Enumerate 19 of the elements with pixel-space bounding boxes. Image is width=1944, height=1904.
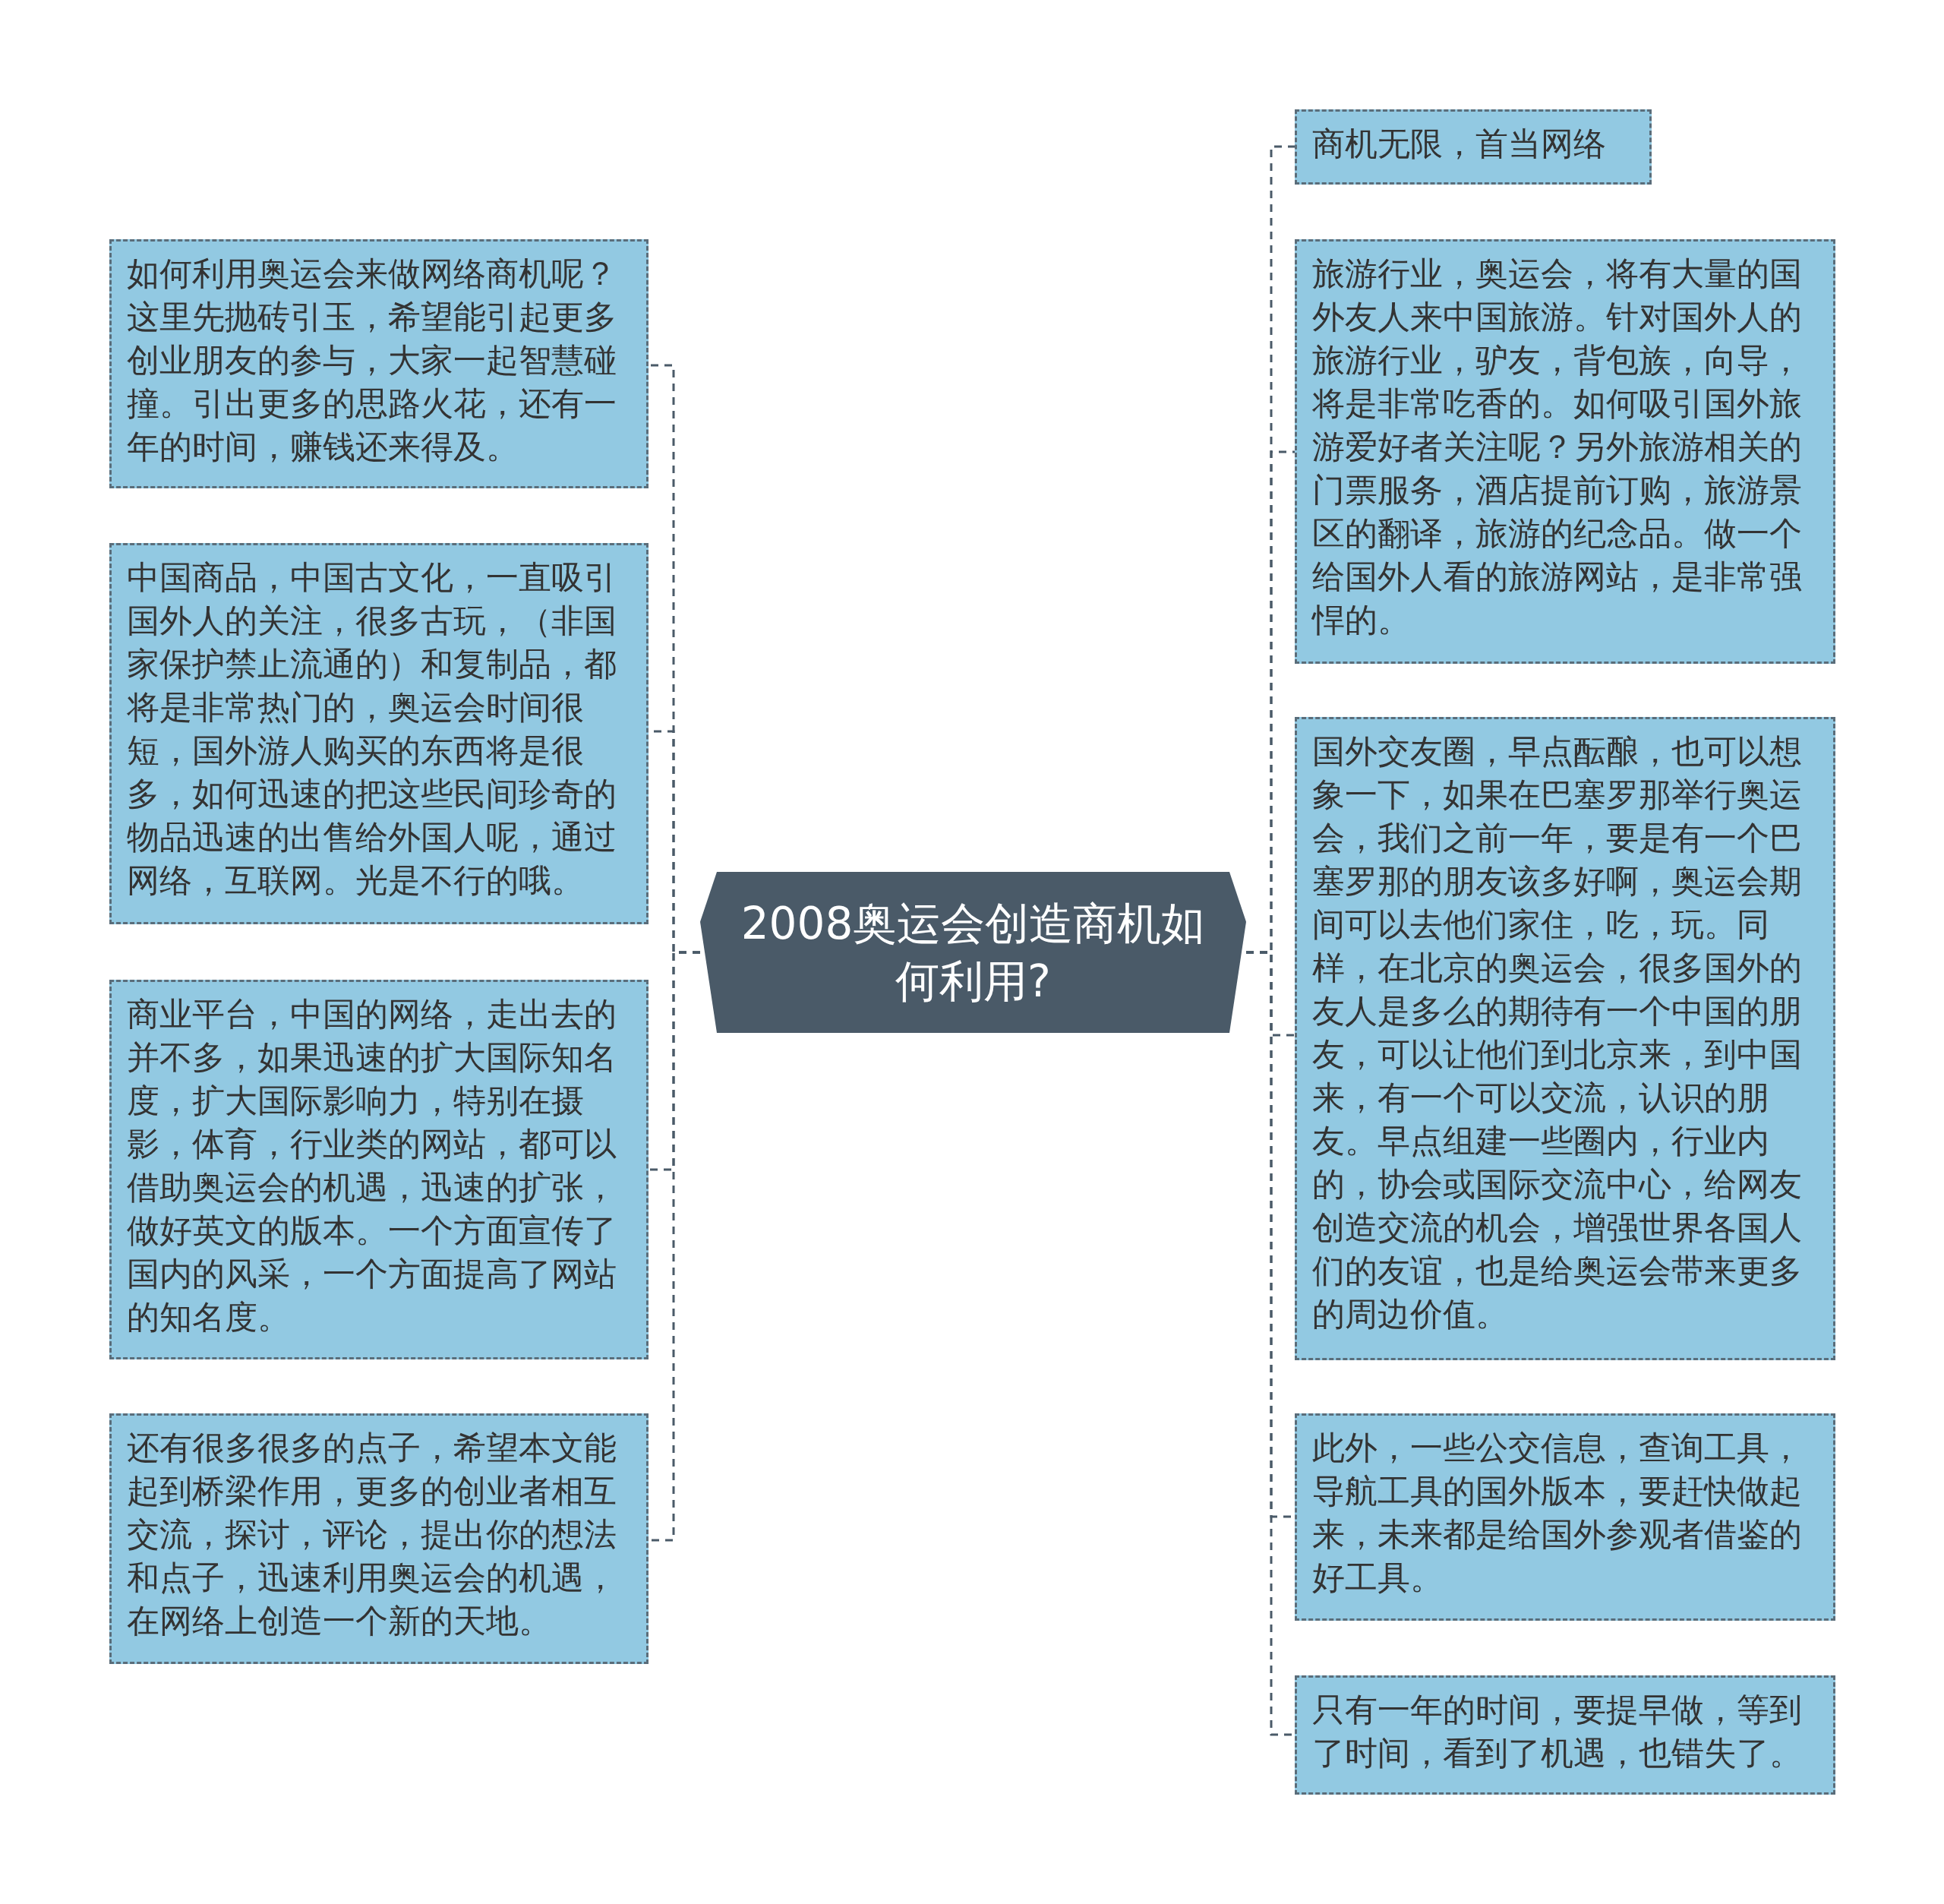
text-box (109, 980, 649, 1359)
box-text: 商机无限，首当网络 (1312, 124, 1607, 164)
text-box (1295, 1413, 1835, 1621)
text-box (1295, 239, 1835, 664)
text-box (109, 239, 649, 488)
box-text: 国外交友圈，早点酝酿，也可以想象一下，如果在巴塞罗那举行奥运会，我们之前一年，要是有一个巴塞罗那的朋友该多好啊，奥运会期间可以去他们家住，吃，玩。同样，在北京的奥运会，很多国外的友人是多么的期待有一个中国的朋友，可以让他们到北京来，到中国来，有一个可以交流，认识的朋友。早点组建一些圈内，行业内的，协会或国际交流中心，给网友创造交流的机会，增强世界各国人们的友谊，也是给奥运会带来更多的周边价值。 (1312, 731, 1803, 1334)
box-text: 旅游行业，奥运会，将有大量的国外友人来中国旅游。针对国外人的旅游行业，驴友，背包族，向导，将是非常吃香的。如何吸引国外旅游爱好者关注呢？另外旅游相关的门票服务，酒店提前订购，旅游景区的翻译，旅游的纪念品。做一个给国外人看的旅游网站，是非常强悍的。 (1312, 254, 1803, 640)
box-text: 只有一年的时间，要提早做，等到了时间，看到了机遇，也错失了。 (1312, 1690, 1803, 1773)
box-text: 商业平台，中国的网络，走出去的并不多，如果迅速的扩大国际知名度，扩大国际影响力，特别在摄影，体育，行业类的网站，都可以借助奥运会的机遇，迅速的扩张，做好英文的版本。一个方面宣传了国内的风采，一个方面提高了网站的知名度。 (127, 994, 617, 1337)
box-text: 此外，一些公交信息，查询工具，导航工具的国外版本，要赶快做起来，未来都是给国外参观者借鉴的好工具。 (1312, 1428, 1803, 1598)
topic-hexagon (700, 872, 1246, 1033)
text-box (109, 543, 649, 924)
topic-text: 2008奥运会创造商机如何利用? (740, 897, 1207, 1009)
text-box (1295, 109, 1652, 185)
text-box (109, 1413, 649, 1664)
text-box (1295, 1675, 1835, 1795)
box-text: 中国商品，中国古文化，一直吸引国外人的关注，很多古玩，（非国家保护禁止流通的）和复制品，都将是非常热门的，奥运会时间很短，国外游人购买的东西将是很多，如何迅速的把这些民间珍奇的物品迅速的出售给外国人呢，通过网络，互联网。光是不行的哦。 (127, 557, 617, 901)
box-text: 如何利用奥运会来做网络商机呢？这里先抛砖引玉，希望能引起更多创业朋友的参与，大家一起智慧碰撞。引出更多的思路火花，还有一年的时间，赚钱还来得及。 (127, 254, 617, 467)
box-text: 还有很多很多的点子，希望本文能起到桥梁作用，更多的创业者相互交流，探讨，评论，提出你的想法和点子，迅速利用奥运会的机遇，在网络上创造一个新的天地。 (127, 1428, 617, 1641)
